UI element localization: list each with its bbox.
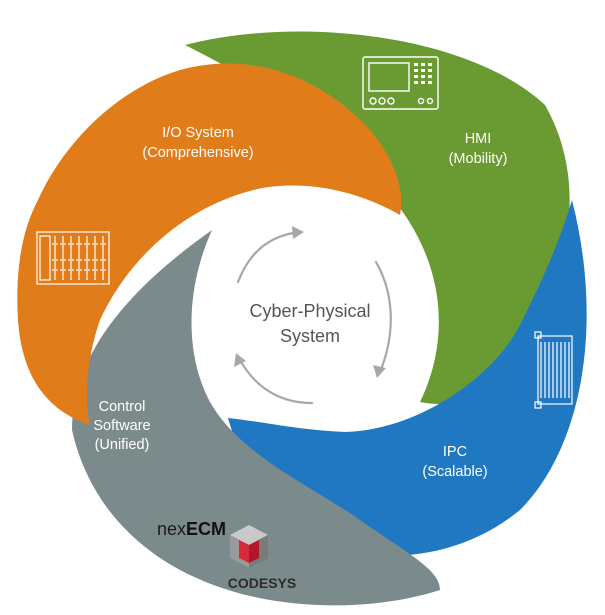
io-module-rack-icon: [36, 231, 110, 285]
segment-control-software[interactable]: [72, 230, 440, 606]
cycle-arrows: [236, 230, 392, 405]
label-control-line2: Software: [93, 418, 150, 434]
label-io-title: I/O System: [162, 125, 234, 141]
segment-hmi[interactable]: [185, 31, 570, 405]
cycle-arrow-bottom: [238, 358, 314, 405]
nexecm-logo: nexECM: [157, 519, 226, 539]
touch-panel-icon: [362, 56, 439, 110]
codesys-logo: CODESYS: [228, 575, 296, 591]
arrowhead-bottom: [234, 353, 246, 367]
label-io-subtitle: (Comprehensive): [142, 145, 253, 161]
industrial-pc-icon: [534, 331, 573, 409]
label-ipc-title: IPC: [443, 444, 467, 460]
label-control-line1: Control: [99, 399, 146, 415]
cycle-arrowheads: [234, 226, 386, 378]
center-title-line1: Cyber-Physical: [249, 301, 370, 321]
codesys-cube-icon: [230, 525, 268, 568]
arrowhead-top: [292, 226, 304, 239]
arrowhead-right: [373, 365, 386, 378]
segment-io-system[interactable]: [17, 63, 402, 425]
center-title-line2: System: [280, 326, 340, 346]
segment-ipc[interactable]: [228, 200, 587, 556]
cycle-arrow-top: [236, 230, 302, 284]
label-ipc-subtitle: (Scalable): [422, 464, 487, 480]
cycle-arrow-right: [374, 260, 392, 374]
label-hmi-subtitle: (Mobility): [449, 151, 508, 167]
label-hmi-title: HMI: [465, 131, 492, 147]
label-control-line3: (Unified): [95, 437, 150, 453]
